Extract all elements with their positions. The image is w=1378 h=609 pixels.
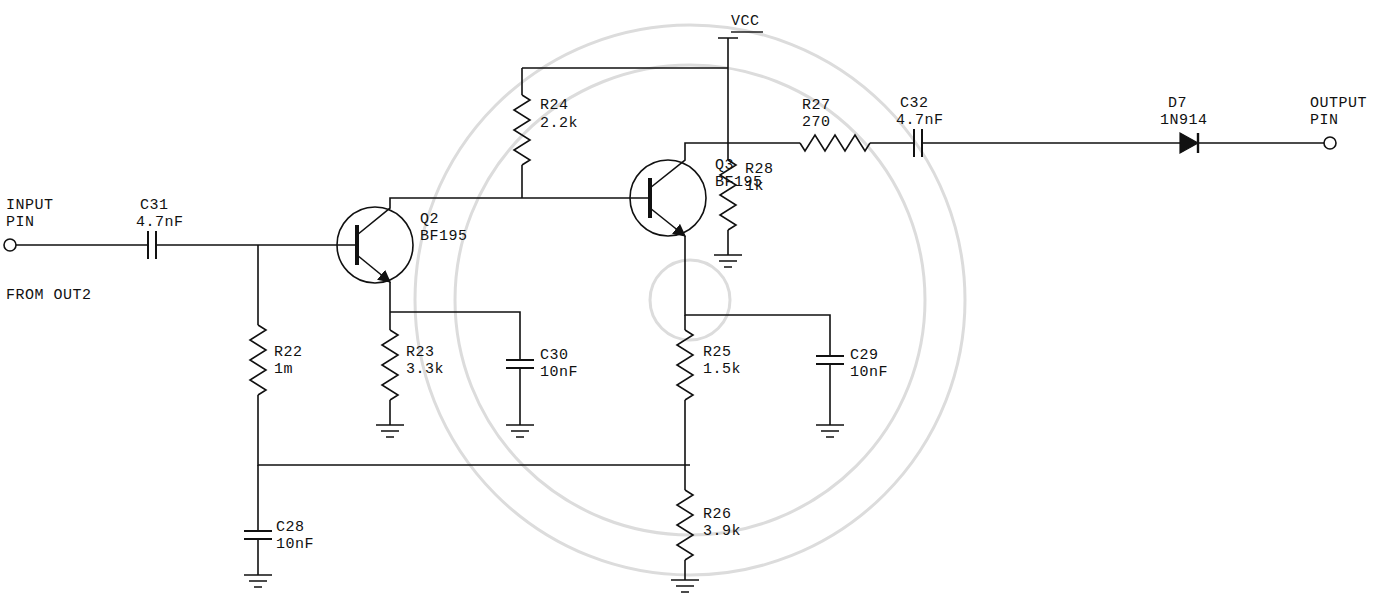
capacitor-symbol [506,360,534,368]
part-name: R27 [802,98,831,115]
watermark [415,25,965,575]
capacitor-symbol [816,356,844,364]
ground-symbol [671,580,699,592]
supply-name: VCC [731,14,760,31]
part-value: 10nF [850,365,888,382]
part-name: R28 [745,162,774,179]
resistor-symbol [382,330,398,400]
part-name: Q2 [420,212,439,229]
part-name: C29 [850,348,879,365]
capacitor-symbol [914,129,922,157]
part-name: D7 [1168,96,1187,113]
part-value: 1N914 [1160,113,1208,130]
part-value: 4.7nF [896,113,944,130]
part-value: 1k [745,179,764,196]
resistor-symbol [250,325,266,395]
part-name: C30 [540,348,569,365]
ground-symbol [376,425,404,437]
ground-symbol [244,575,272,587]
signal-name: FROM OUT2 [6,288,92,305]
part-value: 270 [802,115,831,132]
part-name: Q3 [715,158,734,175]
diode-symbol [1180,133,1198,153]
resistor-symbol [800,135,870,151]
ground-symbol [506,425,534,437]
ground-symbol [816,425,844,437]
pin-name: OUTPUT PIN [1310,96,1374,129]
part-value: 10nF [276,537,314,554]
part-value: 3.3k [406,362,444,379]
pin-terminal [1324,137,1336,149]
ground-symbol [714,255,742,267]
part-value: BF195 [420,229,468,246]
part-name: R22 [274,345,303,362]
part-name: C32 [900,96,929,113]
part-name: R23 [406,345,435,362]
part-value: 2.2k [540,116,578,133]
part-value: 4.7nF [136,215,184,232]
part-value: 3.9k [703,524,741,541]
pin-terminal [4,239,16,251]
part-name: R26 [703,507,732,524]
resistor-symbol [514,95,530,165]
resistor-symbol [677,330,693,400]
transistor-symbol [630,160,706,236]
part-value: 1m [274,362,293,379]
label-underline [731,31,763,32]
pin-name: INPUT PIN [6,198,66,231]
wires [16,38,1324,580]
part-name: R25 [703,345,732,362]
part-name: R24 [540,98,569,115]
resistor-symbol [677,490,693,560]
part-value: 10nF [540,365,578,382]
part-value: 1.5k [703,362,741,379]
transistor-symbol [337,207,413,312]
part-name: C28 [276,520,305,537]
capacitor-symbol [244,531,272,539]
capacitor-symbol [148,231,156,259]
part-name: C31 [140,198,169,215]
